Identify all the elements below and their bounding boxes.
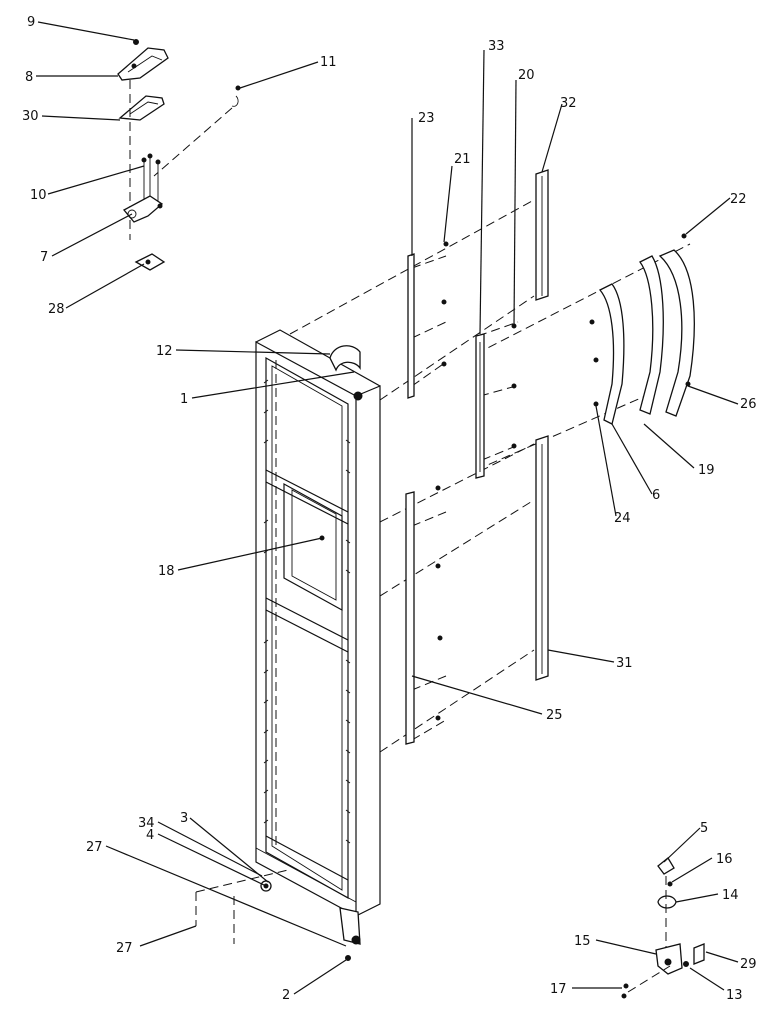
callout-5: 5: [700, 821, 708, 836]
hinge-cover-part-30: [118, 95, 165, 121]
pin-part-11: [231, 95, 239, 107]
gasket-clip-part-12: [329, 345, 361, 372]
trim-strip-part-32: [535, 169, 549, 301]
callout-17: 17: [550, 982, 567, 997]
bottom-hinge-assembly: [621, 857, 705, 999]
callout-23: 23: [418, 111, 435, 126]
callout-4: 4: [146, 828, 154, 843]
callout-7: 7: [40, 250, 48, 265]
handle-part-26: [658, 233, 695, 417]
callout-14: 14: [722, 888, 739, 903]
shim-part-29: [693, 943, 705, 965]
handle-part-6: [589, 283, 625, 425]
callout-28: 28: [48, 302, 65, 317]
callout-13: 13: [726, 988, 743, 1003]
trim-strip-part-31: [535, 435, 549, 681]
callout-27-bottom: 27: [116, 941, 133, 956]
callout-20: 20: [518, 68, 535, 83]
callout-26: 26: [740, 397, 757, 412]
callout-33: 33: [488, 39, 505, 54]
callout-29: 29: [740, 957, 757, 972]
callout-22: 22: [730, 192, 747, 207]
callout-32: 32: [560, 96, 577, 111]
callout-34: 34: [138, 816, 155, 831]
trim-strip-part-25: [405, 485, 443, 745]
top-hinge-assembly: [117, 39, 241, 271]
trim-strip-part-33: [475, 323, 517, 479]
callout-30: 30: [22, 109, 39, 124]
callout-1: 1: [180, 392, 188, 407]
callout-25: 25: [546, 708, 563, 723]
callout-24: 24: [614, 511, 631, 526]
callout-10: 10: [30, 188, 47, 203]
callout-6: 6: [652, 488, 660, 503]
door-frame-part-1: [195, 329, 381, 961]
callout-3: 3: [180, 811, 188, 826]
callout-11: 11: [320, 55, 337, 70]
callout-19: 19: [698, 463, 715, 478]
handle-part-19: [639, 255, 664, 415]
callout-18: 18: [158, 564, 175, 579]
callout-labels: 9 8 30 11 10 7 28 12 1 18 23 21 33 20 32…: [22, 15, 757, 1003]
screw-part-9: [133, 39, 139, 45]
callout-27-top: 27: [86, 840, 103, 855]
hinge-cover-part-8: [117, 47, 169, 81]
callout-21: 21: [454, 152, 471, 167]
callout-12: 12: [156, 344, 173, 359]
bushing-part-14: [657, 895, 677, 909]
leader-lines: [36, 21, 739, 995]
callout-15: 15: [574, 934, 591, 949]
callout-16: 16: [716, 852, 733, 867]
hinge-bracket-part-7: [122, 195, 164, 223]
callout-2: 2: [282, 988, 290, 1003]
callout-31: 31: [616, 656, 633, 671]
callout-9: 9: [27, 15, 35, 30]
callout-8: 8: [25, 70, 33, 85]
